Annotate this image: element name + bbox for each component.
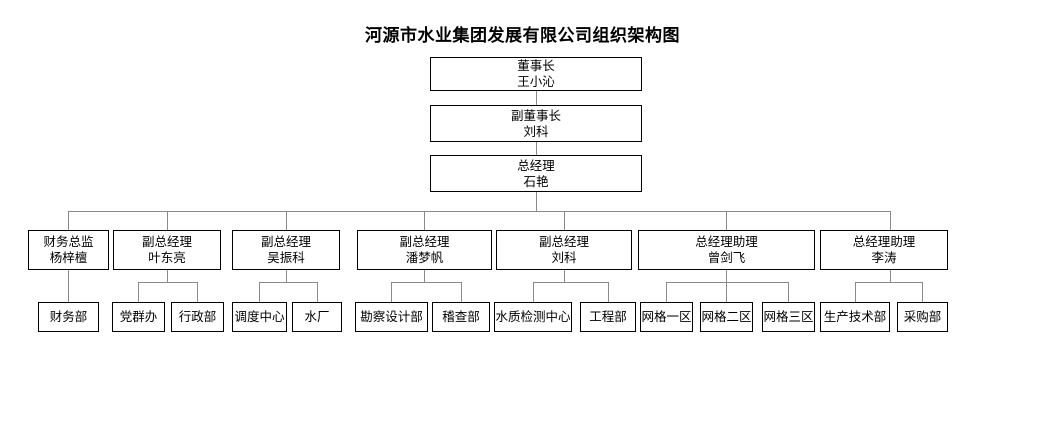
connector-m6-d12 [855,282,856,302]
connector-m4-bar [533,282,608,283]
node-department-8-label: 工程部 [589,309,627,324]
node-department-7-label: 水质检测中心 [495,309,571,324]
node-department-10[interactable]: 网格二区 [700,302,753,332]
node-department-0[interactable]: 财务部 [38,302,99,332]
node-vice-chairman-name: 刘科 [523,123,549,139]
node-manager-6-name: 李涛 [871,250,897,265]
node-department-4[interactable]: 水厂 [292,302,342,332]
node-department-1[interactable]: 党群办 [112,302,165,332]
node-general-manager-name: 石艳 [523,173,549,189]
connector-m1-bar [138,282,197,283]
connector-m5-bar [666,282,788,283]
node-department-13-label: 采购部 [903,309,942,324]
node-general-manager[interactable]: 总经理 石艳 [430,155,642,192]
connector-m3-stem [424,270,425,282]
node-department-9-label: 网格一区 [641,309,692,324]
connector-chairman-vice [536,91,537,105]
connector-m4-stem [564,270,565,282]
node-manager-4-role: 副总经理 [538,234,589,249]
connector-m1-stem [167,270,168,282]
node-department-12[interactable]: 生产技术部 [820,302,890,332]
connector-bus-manager-2 [286,211,287,230]
connector-m5-d11 [788,282,789,302]
connector-bus-manager-5 [726,211,727,230]
node-manager-0-role: 财务总监 [43,234,94,249]
node-department-11[interactable]: 网格三区 [762,302,815,332]
node-department-13[interactable]: 采购部 [897,302,948,332]
connector-m0-d0 [68,270,69,302]
connector-m5-d9 [666,282,667,302]
page-title: 河源市水业集团发展有限公司组织架构图 [365,26,680,46]
node-department-5[interactable]: 勘察设计部 [355,302,428,332]
node-manager-6[interactable]: 总经理助理 李涛 [820,230,948,270]
node-manager-5-role: 总经理助理 [695,234,758,249]
node-department-2-label: 行政部 [178,309,217,324]
connector-m3-d6 [461,282,462,302]
node-manager-6-role: 总经理助理 [852,234,916,249]
node-manager-2-name: 吴振科 [267,250,305,265]
node-department-0-label: 财务部 [49,309,88,324]
node-department-4-label: 水厂 [304,309,330,324]
connector-m1-d2 [197,282,198,302]
node-department-12-label: 生产技术部 [823,309,887,324]
node-chairman[interactable]: 董事长 王小沁 [430,57,642,91]
node-department-9[interactable]: 网格一区 [640,302,693,332]
connector-m3-d5 [391,282,392,302]
connector-m2-stem [286,270,287,282]
manager-bus-line [68,211,890,212]
node-manager-4-name: 刘科 [551,250,577,265]
node-department-5-label: 勘察设计部 [360,309,423,324]
connector-bus-manager-3 [424,211,425,230]
connector-m6-bar [855,282,922,283]
connector-m5-stem [726,270,727,282]
connector-m4-d7 [533,282,534,302]
connector-m2-d4 [317,282,318,302]
node-vice-chairman[interactable]: 副董事长 刘科 [430,105,642,142]
node-department-6[interactable]: 稽查部 [432,302,490,332]
connector-m2-d3 [259,282,260,302]
node-manager-1-name: 叶东亮 [148,250,186,265]
node-chairman-name: 王小沁 [517,74,555,89]
node-manager-0[interactable]: 财务总监 杨梓檀 [28,230,109,270]
connector-bus-manager-6 [890,211,891,230]
node-manager-2-role: 副总经理 [260,234,311,249]
node-vice-chairman-role: 副董事长 [510,107,561,123]
connector-m1-d1 [138,282,139,302]
node-chairman-role: 董事长 [517,58,555,73]
node-manager-2[interactable]: 副总经理 吴振科 [232,230,340,270]
node-department-10-label: 网格二区 [701,309,752,324]
connector-m6-stem [890,270,891,282]
connector-bus-manager-4 [564,211,565,230]
node-manager-1[interactable]: 副总经理 叶东亮 [113,230,221,270]
connector-m4-d8 [608,282,609,302]
connector-gm-bus [536,192,537,211]
connector-bus-manager-1 [167,211,168,230]
node-manager-5[interactable]: 总经理助理 曾剑飞 [638,230,815,270]
connector-bus-manager-0 [68,211,69,230]
node-manager-3-role: 副总经理 [399,234,450,249]
connector-m5-d10 [726,282,727,302]
node-department-3-label: 调度中心 [234,309,285,324]
connector-m6-d13 [922,282,923,302]
node-department-1-label: 党群办 [119,309,158,324]
node-manager-5-name: 曾剑飞 [707,250,746,265]
connector-m3-bar [391,282,461,283]
node-manager-3[interactable]: 副总经理 潘梦帆 [357,230,492,270]
node-department-2[interactable]: 行政部 [171,302,224,332]
node-manager-4[interactable]: 副总经理 刘科 [496,230,632,270]
node-department-3[interactable]: 调度中心 [232,302,287,332]
node-department-6-label: 稽查部 [442,309,480,324]
node-department-7[interactable]: 水质检测中心 [494,302,572,332]
node-manager-1-role: 副总经理 [141,234,192,249]
connector-vice-gm [536,142,537,155]
node-manager-3-name: 潘梦帆 [405,250,444,265]
node-department-11-label: 网格三区 [763,309,814,324]
connector-m2-bar [259,282,317,283]
node-general-manager-role: 总经理 [517,157,555,173]
node-department-8[interactable]: 工程部 [580,302,636,332]
node-manager-0-name: 杨梓檀 [49,250,88,265]
